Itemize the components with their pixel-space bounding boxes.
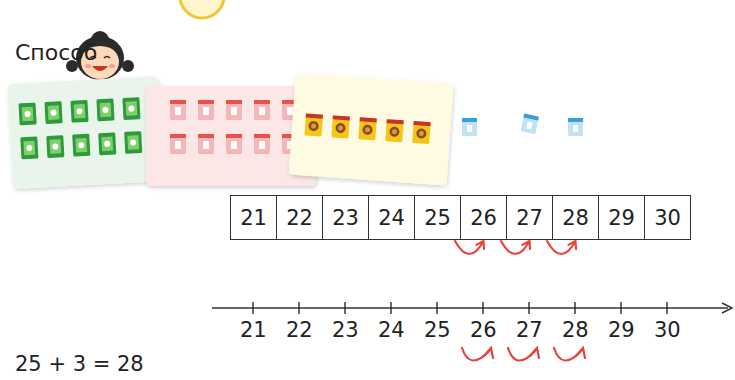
jump-arrow xyxy=(501,241,530,254)
number-line-label: 29 xyxy=(608,318,635,342)
number-box: 25 xyxy=(414,195,461,240)
number-box: 21 xyxy=(230,195,277,240)
number-box: 29 xyxy=(598,195,645,240)
jump-arcs xyxy=(462,348,585,361)
box-number: 24 xyxy=(378,206,405,230)
number-box: 24 xyxy=(368,195,415,240)
yellow-card xyxy=(289,73,454,186)
number-box: 27 xyxy=(506,195,553,240)
method-heading: Способ xyxy=(15,40,97,65)
green-card xyxy=(7,76,162,189)
number-line-label: 30 xyxy=(654,318,681,342)
box-number: 25 xyxy=(424,206,451,230)
jump-arrow xyxy=(455,241,484,254)
number-line-label: 28 xyxy=(562,318,589,342)
badge xyxy=(180,0,224,18)
box-number: 22 xyxy=(286,206,313,230)
box-number: 27 xyxy=(516,206,543,230)
number-box: 23 xyxy=(322,195,369,240)
box-number: 23 xyxy=(332,206,359,230)
jump-arrow xyxy=(547,241,576,254)
box-number: 29 xyxy=(608,206,635,230)
box-number: 28 xyxy=(562,206,589,230)
equation: 25 + 3 = 28 xyxy=(15,352,144,376)
number-line-label: 27 xyxy=(516,318,543,342)
number-line-label: 26 xyxy=(470,318,497,342)
number-line xyxy=(212,302,732,314)
box-number: 30 xyxy=(654,206,681,230)
number-line-label: 25 xyxy=(424,318,451,342)
single-packs xyxy=(462,114,583,136)
box-number: 26 xyxy=(470,206,497,230)
number-line-label: 22 xyxy=(286,318,313,342)
number-box: 30 xyxy=(644,195,691,240)
number-box: 28 xyxy=(552,195,599,240)
number-line-label: 24 xyxy=(378,318,405,342)
number-box: 26 xyxy=(460,195,507,240)
number-line-label: 23 xyxy=(332,318,359,342)
number-line-label: 21 xyxy=(240,318,267,342)
number-box: 22 xyxy=(276,195,323,240)
box-number: 21 xyxy=(240,206,267,230)
